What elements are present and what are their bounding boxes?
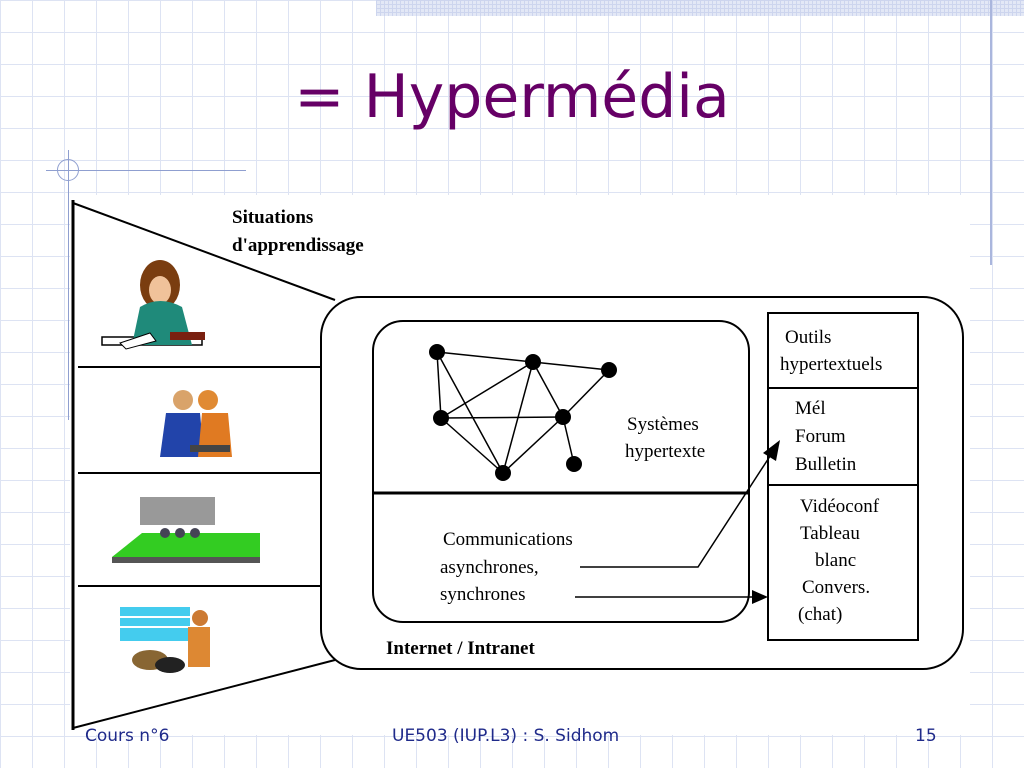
systemes-label-line2: hypertexte — [625, 441, 706, 462]
lecture-icon — [120, 607, 210, 673]
tableau-label: Tableau — [800, 523, 860, 544]
blanc-label: blanc — [815, 550, 857, 571]
communications-label-line3: synchrones — [440, 584, 526, 605]
funnel-bottom-line — [72, 659, 336, 729]
network-nodes — [429, 344, 617, 481]
footer-page-number: 15 — [915, 726, 937, 746]
decorative-horizontal-line — [46, 170, 246, 171]
forum-label: Forum — [795, 426, 846, 447]
outils-label-line2: hypertextuels — [780, 354, 883, 375]
person-writing-icon — [101, 260, 205, 350]
bulletin-label: Bulletin — [795, 454, 857, 475]
outils-label-line1: Outils — [785, 327, 832, 348]
two-people-icon — [160, 390, 232, 457]
classroom-icon — [112, 497, 260, 563]
convers-label: Convers. — [802, 577, 871, 598]
hypertext-network-graph — [436, 351, 610, 474]
decorative-left-line — [68, 150, 69, 420]
videoconf-box — [767, 484, 919, 641]
internet-intranet-label: Internet / Intranet — [386, 638, 535, 659]
hypertext-system-box — [372, 320, 750, 623]
mel-label: Mél — [795, 398, 826, 419]
slide-title: = Hypermédia — [294, 62, 730, 132]
situations-label-line2: d'apprendissage — [232, 235, 364, 256]
hypermedia-diagram: Situations d'apprendissage Systèmes hype… — [70, 195, 970, 735]
footer-author: UE503 (IUP.L3) : S. Sidhom — [392, 726, 620, 746]
async-arrow-head — [763, 440, 780, 461]
top-decorative-band — [376, 0, 1024, 16]
communications-label-line1: Communications — [443, 529, 573, 550]
sync-arrow-head — [752, 590, 768, 604]
videoconf-label: Vidéoconf — [800, 496, 880, 517]
decorative-crosshair-circle — [57, 159, 79, 181]
internet-intranet-frame — [320, 296, 964, 670]
async-arrow-line — [580, 449, 775, 568]
decorative-vertical-line — [990, 0, 992, 265]
chat-label: (chat) — [798, 604, 843, 625]
diagram-drawing — [71, 200, 964, 730]
systemes-label-line1: Systèmes — [627, 414, 699, 435]
footer-course: Cours n°6 — [85, 726, 170, 746]
situations-label-line1: Situations — [232, 207, 314, 228]
communications-label-line2: asynchrones, — [440, 557, 539, 578]
funnel-top-line — [72, 202, 336, 301]
